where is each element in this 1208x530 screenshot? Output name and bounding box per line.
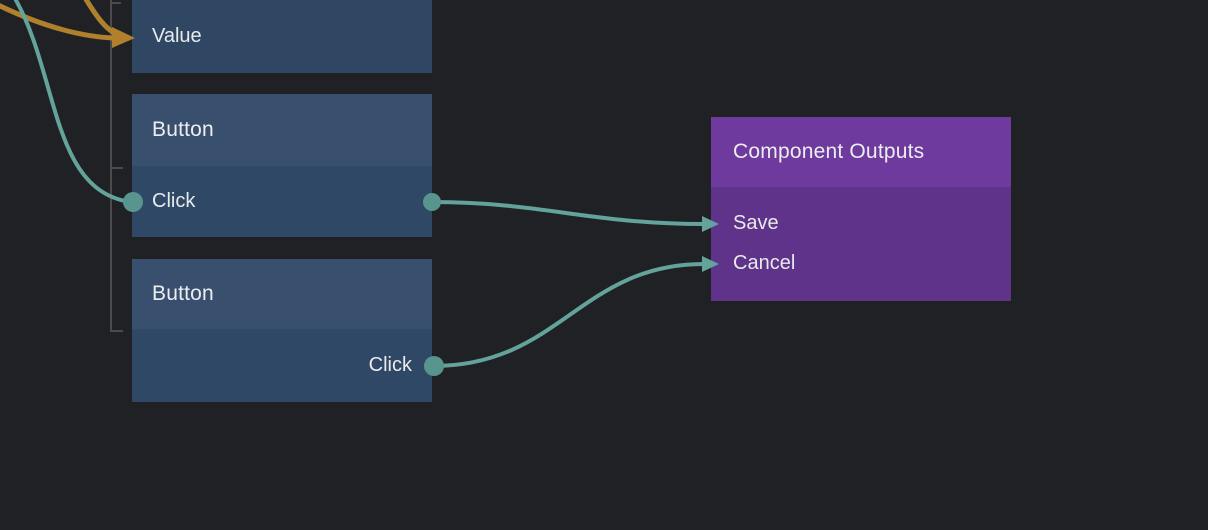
node-value[interactable]: Value xyxy=(132,0,432,73)
node-component-outputs-body: Save Cancel xyxy=(711,187,1011,301)
save-row-label: Save xyxy=(733,211,779,234)
node-component-outputs[interactable]: Component Outputs Save Cancel xyxy=(711,117,1011,301)
value-row-label: Value xyxy=(152,25,202,47)
node-button-1-click-row[interactable]: Click xyxy=(132,166,432,237)
edge-orange-into-value-1[interactable] xyxy=(0,3,115,41)
node-button-2-click-row[interactable]: Click xyxy=(132,329,432,402)
row-save[interactable]: Save xyxy=(711,203,1011,243)
edge-click1-to-save[interactable] xyxy=(432,200,719,232)
node-component-outputs-title: Component Outputs xyxy=(733,140,925,163)
edge-orange-into-value-2[interactable] xyxy=(83,0,119,37)
cancel-row-label: Cancel xyxy=(733,251,796,274)
node-button-2-title: Button xyxy=(152,282,214,305)
tree-guide-line xyxy=(110,0,123,332)
node-button-2-header[interactable]: Button xyxy=(132,259,432,329)
click-row-label: Click xyxy=(368,354,412,376)
node-button-1-title: Button xyxy=(152,118,214,141)
node-button-2[interactable]: Button Click xyxy=(132,259,432,402)
edge-into-click-left-port[interactable] xyxy=(13,0,126,203)
node-row-value[interactable]: Value xyxy=(132,0,432,73)
node-button-1[interactable]: Button Click xyxy=(132,94,432,237)
node-button-1-header[interactable]: Button xyxy=(132,94,432,166)
edge-click2-to-cancel[interactable] xyxy=(432,256,719,368)
node-component-outputs-header[interactable]: Component Outputs xyxy=(711,117,1011,187)
click-row-label: Click xyxy=(152,190,196,212)
row-cancel[interactable]: Cancel xyxy=(711,243,1011,283)
